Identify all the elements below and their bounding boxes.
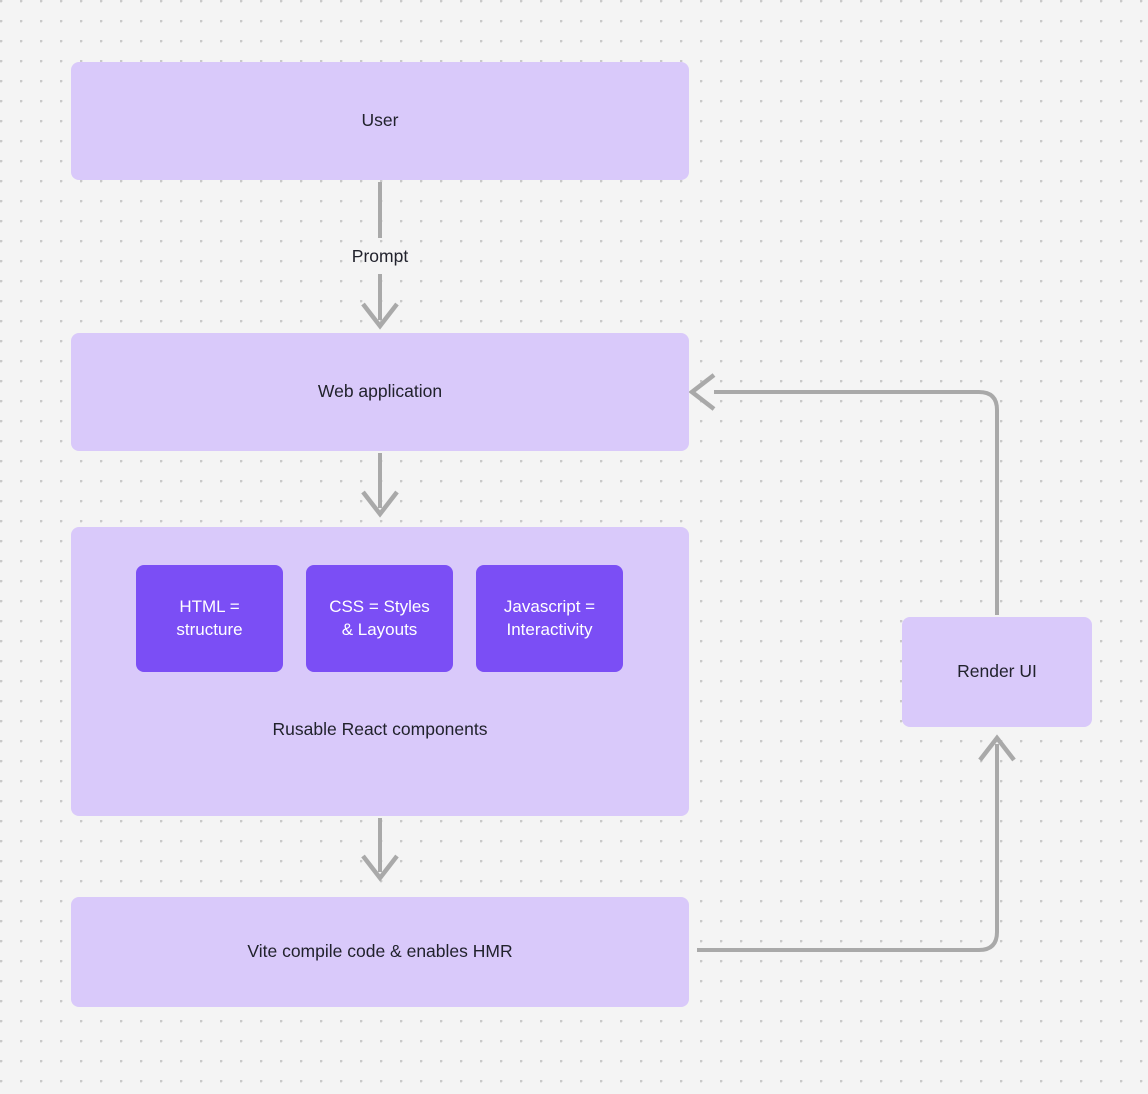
arrowhead-vite-to-render <box>978 734 1016 762</box>
node-vite-label: Vite compile code & enables HMR <box>247 941 513 962</box>
node-render-ui-label: Render UI <box>957 661 1037 682</box>
edge-label-prompt: Prompt <box>300 245 460 269</box>
node-user-label: User <box>361 110 399 131</box>
arrowhead-render-to-webapp <box>688 373 716 411</box>
node-html[interactable]: HTML = structure <box>136 565 283 672</box>
node-react-components-group-label-text: Rusable React components <box>272 719 488 739</box>
edge-label-prompt-text: Prompt <box>351 246 409 266</box>
node-css-label-line2: & Layouts <box>341 619 418 639</box>
edge-vite-to-render <box>697 744 999 952</box>
node-javascript[interactable]: Javascript = Interactivity <box>476 565 623 672</box>
node-javascript-label-line2: Interactivity <box>506 619 593 639</box>
node-css-label-line1: CSS = Styles <box>329 596 430 616</box>
arrowhead-webapp-to-react <box>361 490 399 518</box>
node-css[interactable]: CSS = Styles & Layouts <box>306 565 453 672</box>
node-render-ui[interactable]: Render UI <box>902 617 1092 727</box>
arrowhead-prompt-to-webapp <box>361 302 399 330</box>
node-react-components-group-label: Rusable React components <box>71 718 689 742</box>
node-vite[interactable]: Vite compile code & enables HMR <box>71 897 689 1007</box>
edge-render-to-webapp <box>714 390 999 615</box>
node-web-application[interactable]: Web application <box>71 333 689 451</box>
node-javascript-label-line1: Javascript = <box>503 596 596 616</box>
node-html-label-line2: structure <box>176 619 243 639</box>
node-user[interactable]: User <box>71 62 689 180</box>
arrowhead-react-to-vite <box>361 854 399 882</box>
node-web-application-label: Web application <box>317 381 443 402</box>
node-html-label-line1: HTML = <box>179 596 240 616</box>
